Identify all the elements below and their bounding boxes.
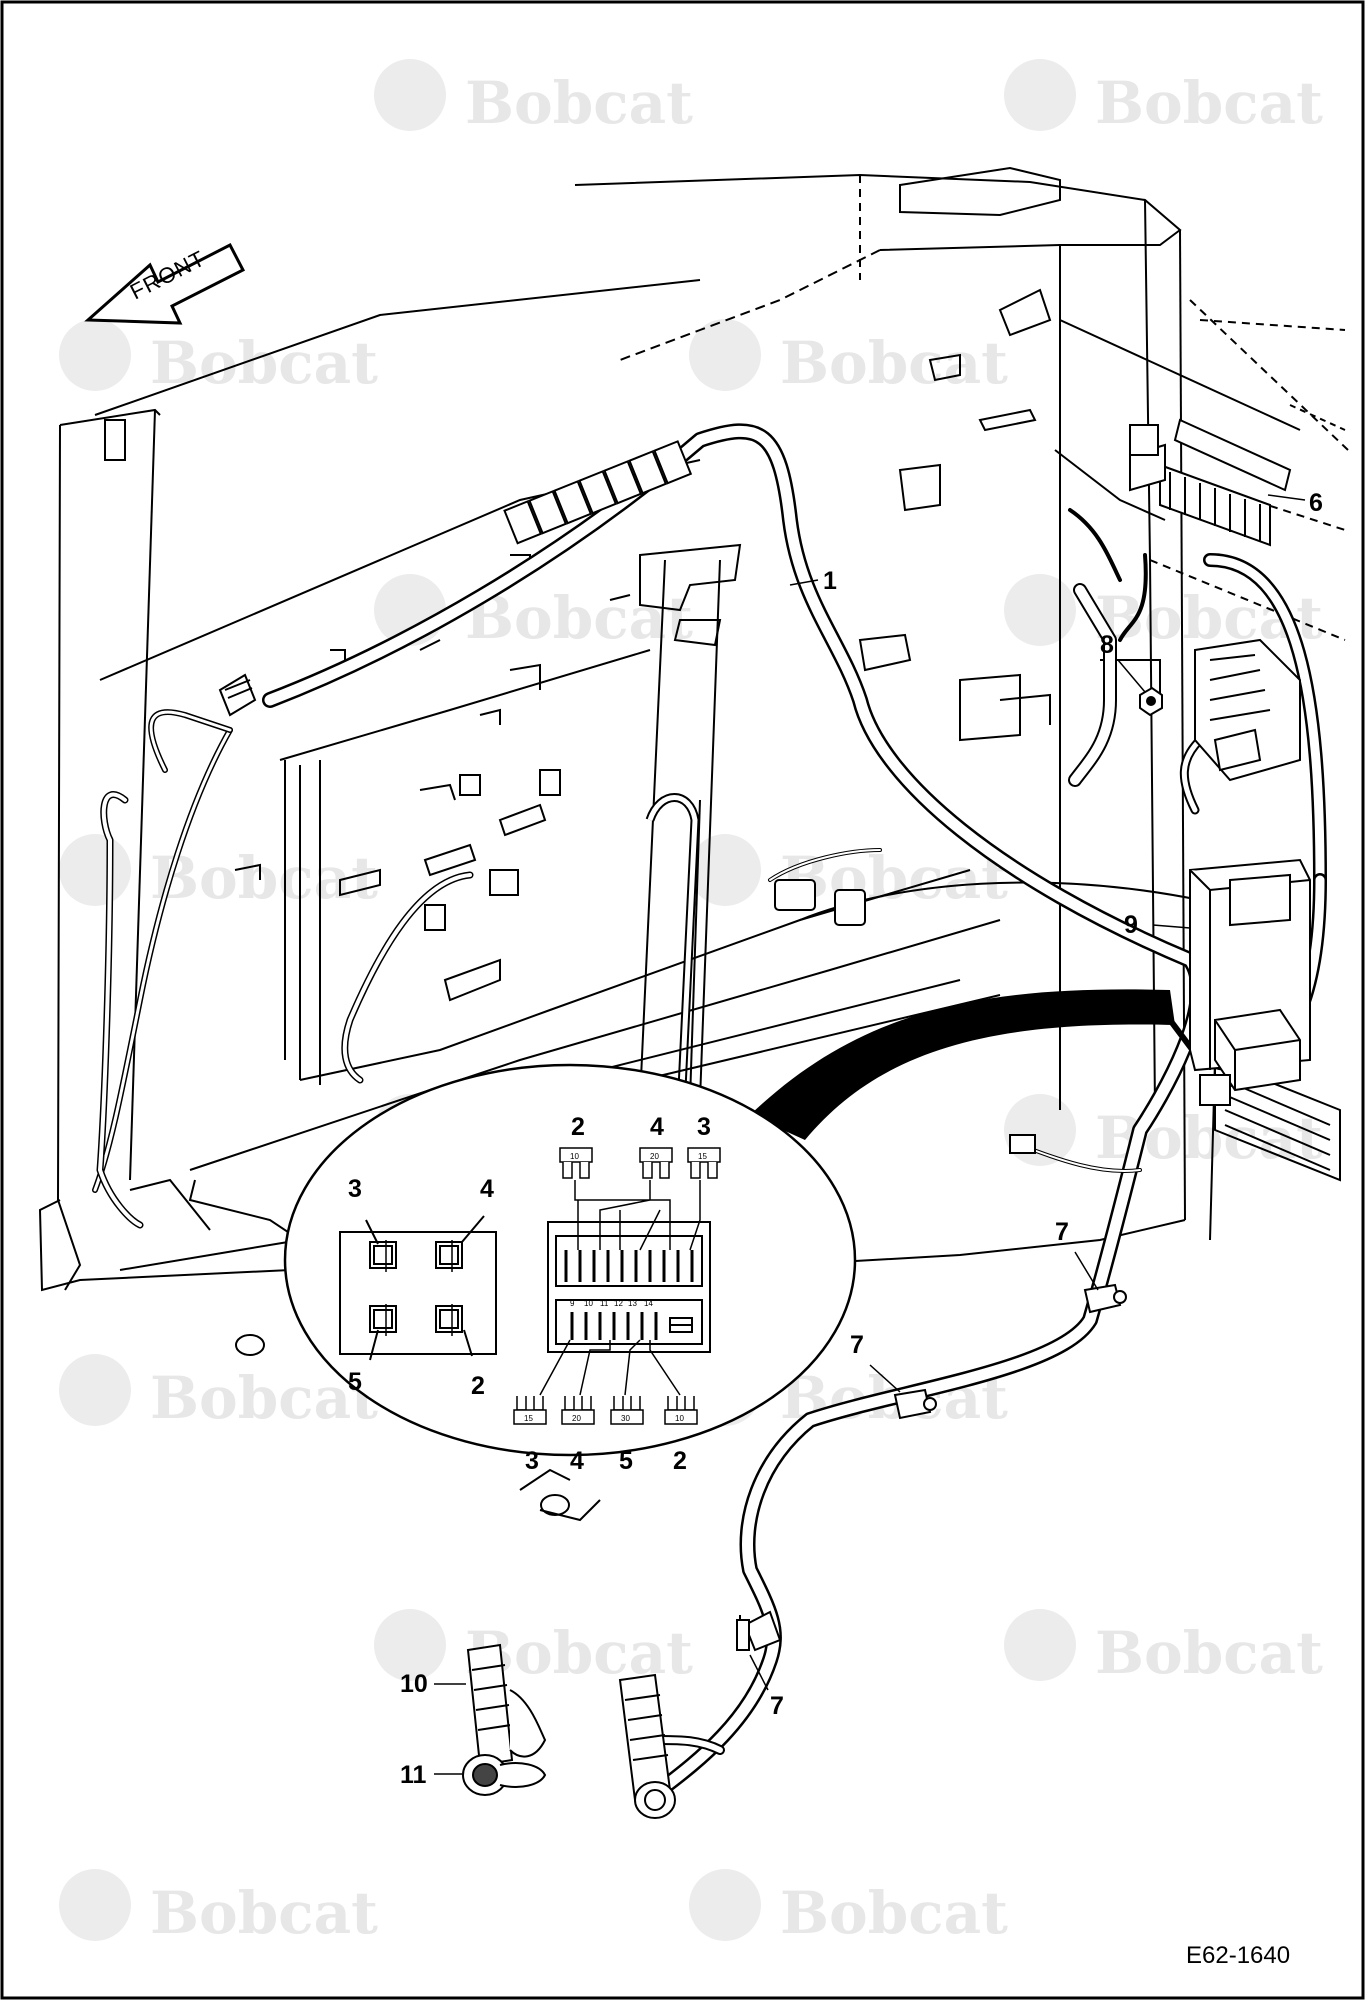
svg-text:Bobcat: Bobcat bbox=[150, 844, 378, 912]
mid-connectors bbox=[424, 869, 1036, 1154]
svg-text:13: 13 bbox=[628, 1299, 637, 1308]
grommet-11 bbox=[462, 1754, 547, 1796]
callout-1: 1 bbox=[823, 567, 837, 595]
relay-box bbox=[1199, 1008, 1301, 1106]
watermark-16: Bobcat bbox=[689, 1869, 1008, 1947]
fuse-slot-numbers: 9 10 11 12 13 14 bbox=[570, 1299, 653, 1308]
fuse-rating-10a-top: 10 bbox=[570, 1152, 579, 1161]
fuse-block-right bbox=[1054, 418, 1292, 547]
svg-text:Bobcat: Bobcat bbox=[465, 584, 693, 652]
clamp-1 bbox=[218, 673, 257, 717]
callout-7a: 7 bbox=[1055, 1218, 1069, 1246]
svg-text:Bobcat: Bobcat bbox=[150, 1879, 378, 1947]
watermark-4: Bobcat bbox=[689, 319, 1008, 397]
svg-text:Bobcat: Bobcat bbox=[780, 329, 1008, 397]
top-leader-lines bbox=[574, 1180, 701, 1251]
fuse-rating-20a-bottom: 20 bbox=[572, 1414, 581, 1423]
watermark-3: Bobcat bbox=[59, 319, 378, 397]
figure-id: E62-1640 bbox=[1186, 1942, 1290, 1969]
fuse-rating-30a-bottom: 30 bbox=[621, 1414, 630, 1423]
callout-labels: 1 6 8 9 7 7 7 10 11 bbox=[400, 489, 1323, 1789]
relay-panel bbox=[339, 1215, 497, 1361]
harness-fuse-block-left bbox=[419, 440, 693, 651]
svg-text:Bobcat: Bobcat bbox=[1095, 69, 1323, 137]
relay-label-2: 2 bbox=[471, 1372, 485, 1400]
svg-text:Bobcat: Bobcat bbox=[780, 844, 1008, 912]
inset-bottom-label-2: 2 bbox=[673, 1447, 687, 1475]
inset-top-label-2: 2 bbox=[571, 1113, 585, 1141]
svg-text:12: 12 bbox=[614, 1299, 623, 1308]
watermark-2: Bobcat bbox=[1004, 59, 1323, 137]
front-arrow: FRONT bbox=[84, 242, 246, 325]
inset-bottom-label-5: 5 bbox=[619, 1447, 633, 1475]
svg-text:11: 11 bbox=[600, 1299, 609, 1308]
callout-7c: 7 bbox=[770, 1692, 784, 1720]
controller-module bbox=[1194, 638, 1301, 782]
inset-bottom-label-3: 3 bbox=[525, 1447, 539, 1475]
watermark-8: Bobcat bbox=[689, 834, 1008, 912]
fuse-rating-15a-bottom: 15 bbox=[524, 1414, 533, 1423]
relay-label-5: 5 bbox=[348, 1368, 362, 1396]
svg-text:Bobcat: Bobcat bbox=[465, 69, 693, 137]
callout-leaders bbox=[434, 494, 1306, 1775]
fuse-rating-20a-top: 20 bbox=[650, 1152, 659, 1161]
bottom-fuses bbox=[513, 1396, 698, 1425]
fuse-panel bbox=[547, 1221, 711, 1353]
watermark-6: Bobcat bbox=[1004, 574, 1323, 652]
svg-text:14: 14 bbox=[644, 1299, 653, 1308]
watermark-15: Bobcat bbox=[59, 1869, 378, 1947]
watermark-14: Bobcat bbox=[1004, 1609, 1323, 1687]
callout-11: 11 bbox=[400, 1761, 427, 1789]
fuse-rating-10a-bottom: 10 bbox=[675, 1414, 684, 1423]
bottom-leader-lines bbox=[539, 1339, 681, 1396]
cab-frame-structure bbox=[38, 166, 1349, 1522]
harness-end-connector bbox=[618, 1673, 676, 1819]
watermark-1: Bobcat bbox=[374, 59, 693, 137]
callout-8: 8 bbox=[1100, 631, 1114, 659]
watermark-5: Bobcat bbox=[374, 574, 693, 652]
inset-top-label-4: 4 bbox=[650, 1113, 664, 1141]
callout-7b: 7 bbox=[850, 1331, 864, 1359]
callout-9: 9 bbox=[1124, 911, 1138, 939]
svg-text:Bobcat: Bobcat bbox=[780, 1879, 1008, 1947]
connector-10 bbox=[466, 1643, 547, 1767]
callout-6: 6 bbox=[1309, 489, 1323, 517]
clamps-7 bbox=[736, 1283, 1127, 1652]
relay-label-3: 3 bbox=[348, 1175, 362, 1203]
top-fuses bbox=[559, 1147, 721, 1179]
harness-conduit-shadow bbox=[750, 989, 1175, 1140]
inset-bottom-label-4: 4 bbox=[570, 1447, 584, 1475]
screw-8 bbox=[1139, 686, 1163, 717]
svg-text:Bobcat: Bobcat bbox=[150, 329, 378, 397]
svg-text:9: 9 bbox=[570, 1299, 575, 1308]
relay-label-4: 4 bbox=[480, 1175, 494, 1203]
fuse-rating-15a-top: 15 bbox=[698, 1152, 707, 1161]
fuse-relay-inset: 3 4 5 2 9 10 11 12 13 14 bbox=[283, 1063, 857, 1475]
svg-text:10: 10 bbox=[584, 1299, 593, 1308]
svg-text:Bobcat: Bobcat bbox=[1095, 1619, 1323, 1687]
inset-top-label-3: 3 bbox=[697, 1113, 711, 1141]
callout-10: 10 bbox=[400, 1670, 428, 1698]
